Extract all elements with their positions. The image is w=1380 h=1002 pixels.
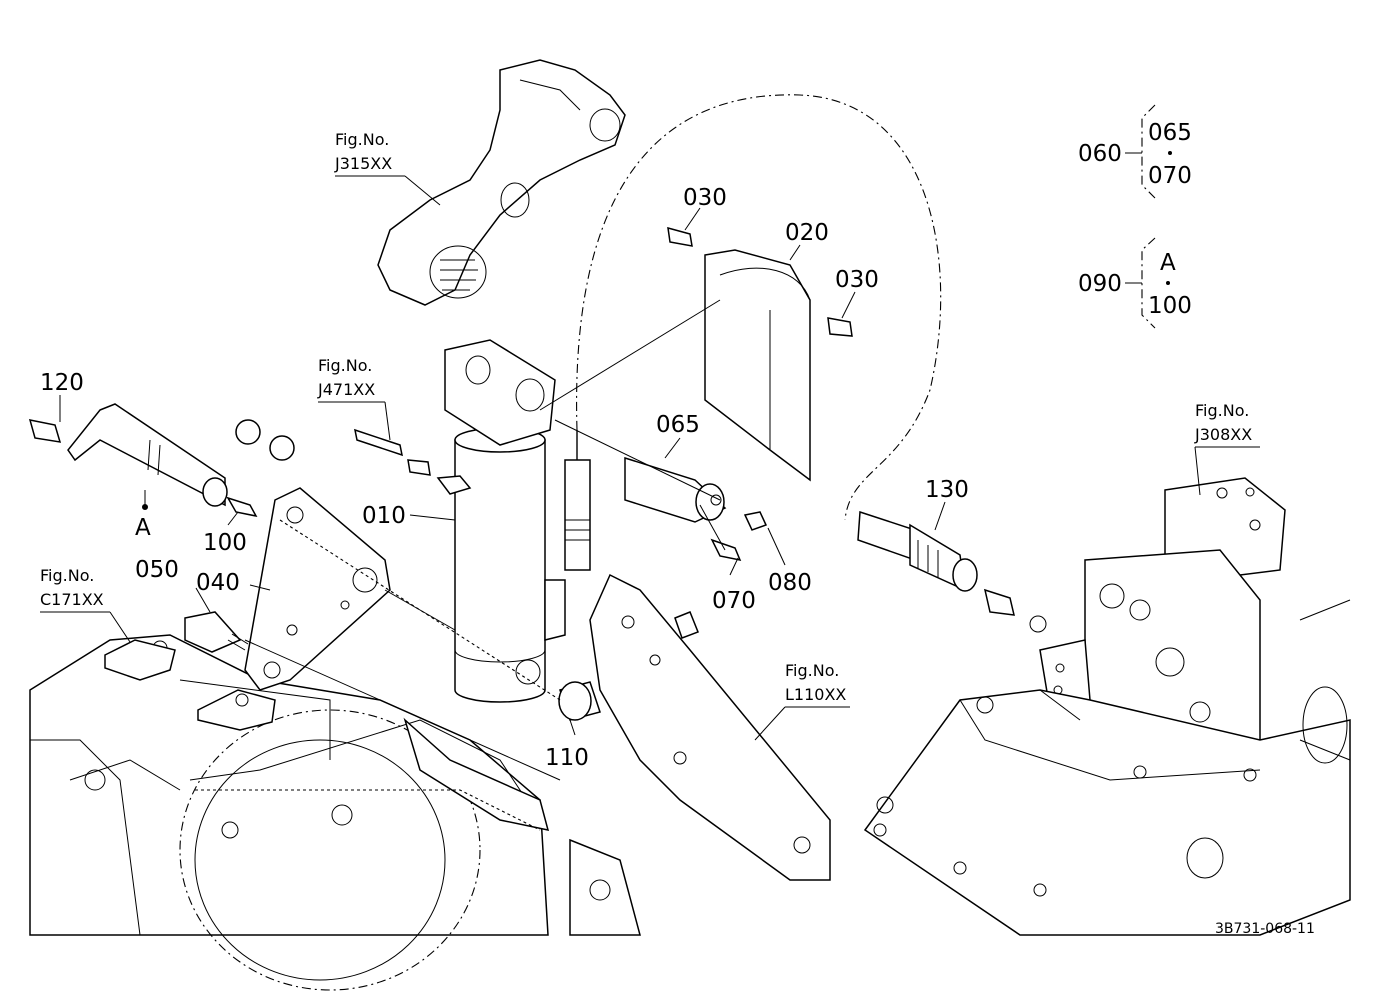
pin-120 — [28, 403, 228, 507]
grease-nipple-100 — [226, 496, 258, 518]
svg-text:J315XX: J315XX — [334, 154, 392, 173]
part-label-110: 110 — [545, 745, 589, 771]
cover-020 — [704, 249, 811, 482]
svg-text:090: 090 — [1078, 271, 1122, 297]
mount-plate-lower — [197, 689, 276, 731]
diagram-code: 3B731-068-11 — [1215, 921, 1315, 937]
part-label-010: 010 — [362, 503, 406, 529]
part-label-a: A — [135, 515, 151, 541]
svg-text:060: 060 — [1078, 141, 1122, 167]
washer — [235, 419, 261, 445]
mount-plate — [104, 639, 176, 681]
svg-text:Fig.No.: Fig.No. — [785, 661, 839, 680]
part-label-030-top: 030 — [683, 185, 727, 211]
fig-ref-j315: Fig.No. J315XX — [334, 130, 392, 173]
svg-text:A: A — [1160, 250, 1176, 276]
fig-ref-c171: Fig.No. C171XX — [40, 566, 104, 609]
elbow — [436, 475, 472, 495]
svg-text:Fig.No.: Fig.No. — [335, 130, 389, 149]
transmission-housing — [29, 634, 550, 991]
legend-group-090: 090 A 100 — [1078, 250, 1192, 319]
leader-lines — [40, 175, 1260, 781]
fig-ref-j308: Fig.No. J308XX — [1194, 401, 1252, 444]
bolt-050 — [184, 611, 249, 653]
hose-130 — [857, 510, 1047, 633]
hose-loop — [576, 94, 942, 521]
bolt-030-right — [827, 317, 853, 337]
part-label-050: 050 — [135, 557, 179, 583]
lift-arm — [377, 59, 626, 306]
pin-j471 — [354, 428, 403, 457]
svg-text:C171XX: C171XX — [40, 590, 104, 609]
svg-text:Fig.No.: Fig.No. — [1195, 401, 1249, 420]
part-label-040: 040 — [196, 570, 240, 596]
fig-ref-j471: Fig.No. J471XX — [317, 356, 375, 399]
hose-fitting — [564, 430, 591, 571]
washer-2 — [269, 435, 295, 461]
bolt-030-top — [667, 226, 693, 247]
svg-text:065: 065 — [1148, 120, 1192, 146]
right-housing — [863, 599, 1351, 936]
control-valve — [1039, 477, 1286, 761]
part-label-080: 080 — [768, 570, 812, 596]
hydraulic-cylinder — [444, 339, 566, 703]
svg-text:L110XX: L110XX — [785, 685, 846, 704]
clip — [407, 459, 431, 476]
pin-065 — [624, 456, 727, 523]
part-label-120: 120 — [40, 370, 84, 396]
part-label-100: 100 — [203, 530, 247, 556]
legend-brackets — [1125, 104, 1156, 329]
grease-nipple-070 — [710, 538, 742, 562]
lower-link — [569, 573, 831, 936]
svg-text:Fig.No.: Fig.No. — [40, 566, 94, 585]
part-label-020: 020 — [785, 220, 829, 246]
svg-text:J308XX: J308XX — [1194, 425, 1252, 444]
fitting-080 — [743, 511, 768, 531]
fig-ref-l110: Fig.No. L110XX — [785, 661, 846, 704]
bushing-110 — [558, 681, 601, 721]
svg-text:Fig.No.: Fig.No. — [318, 356, 372, 375]
legend-group-060: 060 065 070 — [1078, 120, 1192, 189]
part-label-030-right: 030 — [835, 267, 879, 293]
part-label-065: 065 — [656, 412, 700, 438]
svg-text:070: 070 — [1148, 163, 1192, 189]
svg-text:J471XX: J471XX — [317, 380, 375, 399]
bracket-040 — [244, 487, 391, 691]
part-label-130: 130 — [925, 477, 969, 503]
svg-text:100: 100 — [1148, 293, 1192, 319]
part-label-070: 070 — [712, 588, 756, 614]
